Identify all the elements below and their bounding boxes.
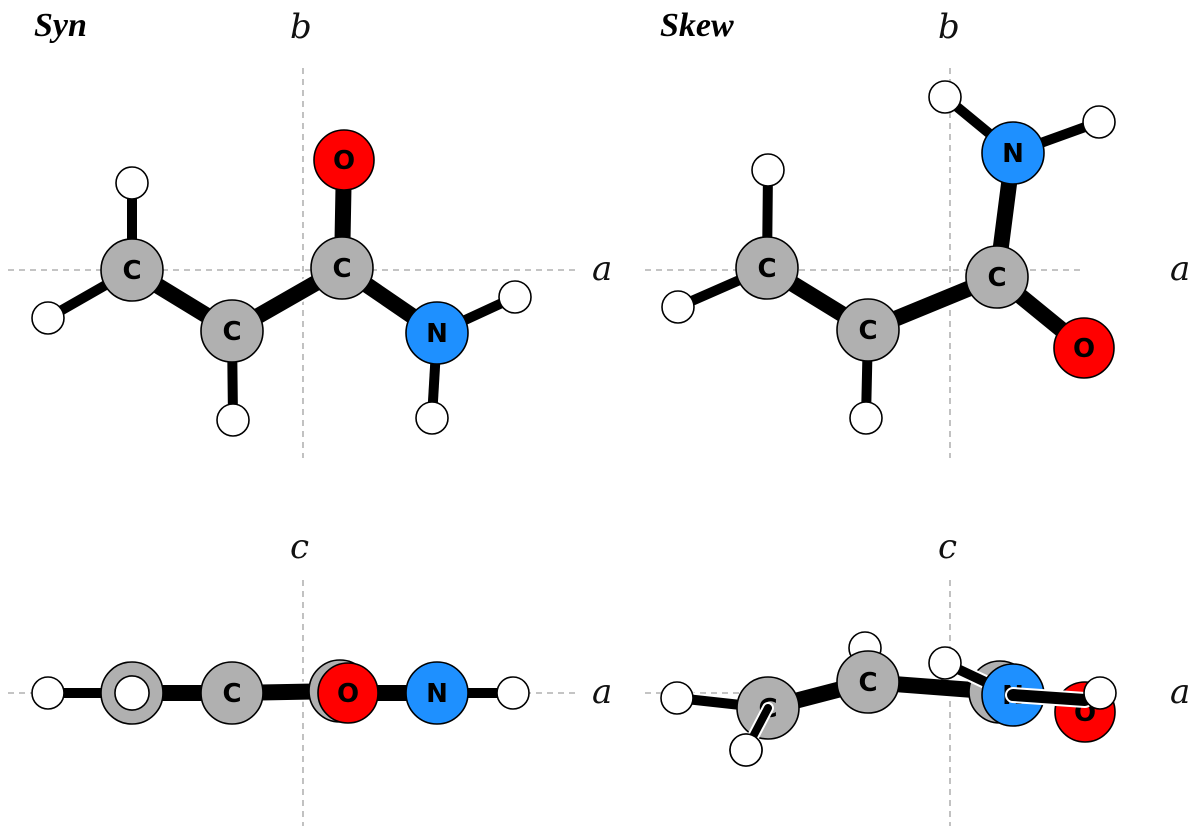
hydrogen-atom [751,153,785,187]
hydrogen-atom [115,166,149,200]
carbon-atom [200,299,264,363]
atom-label: O [1073,334,1095,364]
hydrogen-atom [661,290,695,324]
atom-label: C [858,668,877,698]
molecule-skew-ab: C C C N O [661,80,1116,435]
hydrogen-atom [849,401,883,435]
carbon-atom [100,238,164,302]
atom-label: O [333,146,355,176]
oxygen-atom [317,662,379,724]
carbon-atom [735,236,799,300]
oxygen-atom [313,129,375,191]
carbon-atom [836,298,900,362]
axis-label-a-skew-right: a [1170,249,1190,289]
hydrogen-atom [498,280,532,314]
hydrogen-atom-overlay [114,675,150,711]
nitrogen-atom [981,121,1045,185]
hydrogen-atom [1082,105,1116,139]
hydrogen-atom [660,681,694,715]
atom-label: N [426,319,448,349]
atom-label: N [1002,139,1024,169]
axes-skew-ab: b a [645,7,1190,458]
hydrogen-atom [928,80,962,114]
hydrogen-atom [216,403,250,437]
panel-title-skew: Skew [660,7,734,44]
atom-label: C [757,254,776,284]
bond [1007,689,1091,706]
nitrogen-atom [405,661,469,725]
nitrogen-atom [405,301,469,365]
hydrogen-atom [729,733,763,767]
oxygen-atom [1053,317,1115,379]
hydrogen-atom [928,646,962,680]
axis-label-c-syn: c [290,527,309,567]
hydrogen-atom [31,676,65,710]
atom-label: C [122,256,141,286]
atom-label: O [337,679,359,709]
atom-label: C [222,679,241,709]
axes-syn-ab: b a [8,7,612,458]
axis-label-a-skew-bottom-right: a [1170,672,1190,712]
atom-label: C [332,254,351,284]
hydrogen-atom [31,301,65,335]
atom-label: C [987,263,1006,293]
atom-label: C [858,316,877,346]
molecules-layer: CCCONCCCNOCONCCON [31,80,1117,767]
hydrogen-atom [1083,676,1117,710]
axis-label-a-syn: a [592,249,612,289]
hydrogen-atom [415,401,449,435]
panel-title-syn: Syn [34,7,87,44]
molecule-syn-ab: C C C O N [31,129,532,437]
axes-syn-ac: c a [8,527,612,826]
hydrogen-atom [496,676,530,710]
carbon-atom [836,650,900,714]
atom-label: N [426,679,448,709]
axis-label-b-syn: b [290,7,312,47]
carbon-atom [200,661,264,725]
axis-label-c-skew: c [938,527,957,567]
axis-label-a-syn-bottom: a [592,672,612,712]
axis-label-b-skew: b [938,7,960,47]
carbon-atom [310,236,374,300]
carbon-atom [965,245,1029,309]
atom-label: C [222,317,241,347]
